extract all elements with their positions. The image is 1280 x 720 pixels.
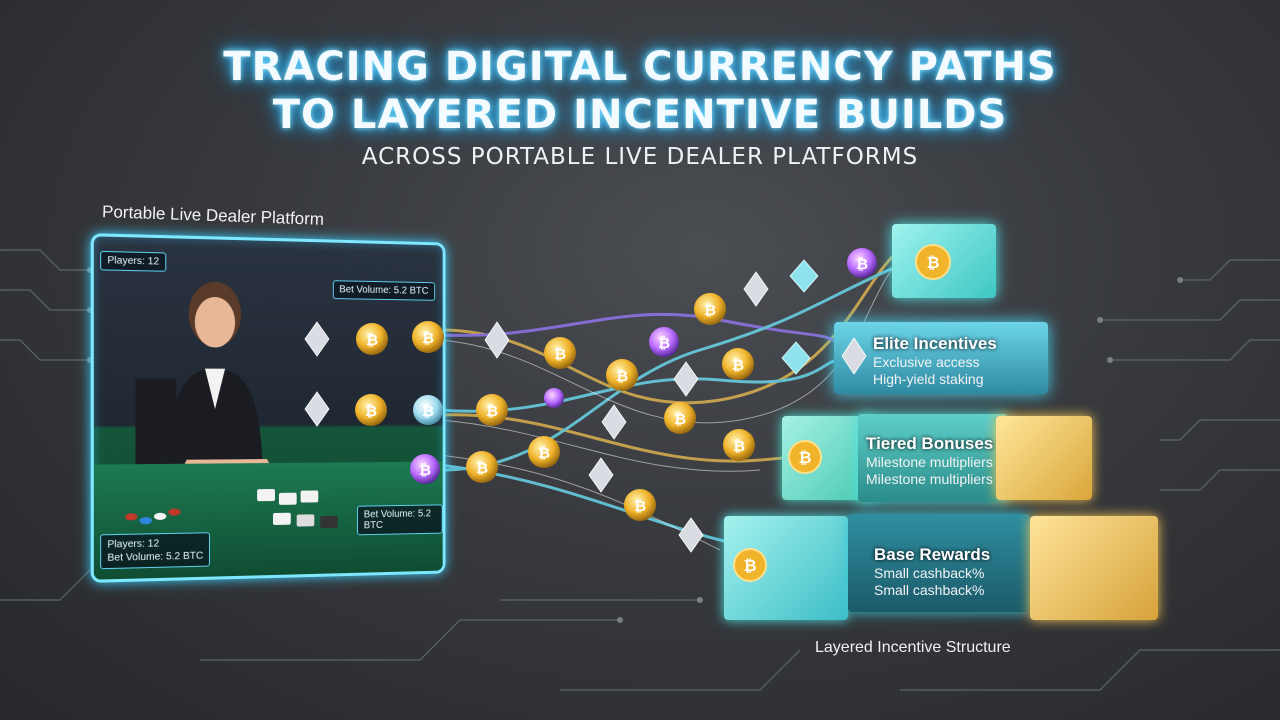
svg-text:₿: ₿ — [486, 402, 498, 420]
ethereum-diamond-icon — [841, 337, 867, 375]
base-rewards-line2: Small cashback% — [874, 582, 985, 598]
page-subtitle: ACROSS PORTABLE LIVE DEALER PLATFORMS — [361, 144, 919, 170]
tiered-bonuses-line1: Milestone multipliers — [866, 454, 993, 470]
svg-text:₿: ₿ — [798, 448, 811, 467]
elite-incentives-title: Elite Incentives — [873, 334, 997, 353]
base-rewards-line1: Small cashback% — [874, 565, 985, 581]
tiered-bonuses-label: Tiered Bonuses Milestone multipliers Mil… — [866, 434, 993, 488]
layered-structure-label: Layered Incentive Structure — [815, 639, 1011, 656]
elite-incentives-line1: Exclusive access — [873, 354, 980, 370]
svg-text:₿: ₿ — [366, 331, 378, 349]
svg-text:₿: ₿ — [926, 253, 939, 272]
svg-text:₿: ₿ — [365, 402, 377, 420]
base-rewards-label: Base Rewards Small cashback% Small cashb… — [874, 545, 990, 599]
svg-text:₿: ₿ — [856, 255, 868, 273]
svg-text:₿: ₿ — [419, 461, 431, 479]
svg-text:₿: ₿ — [476, 459, 488, 477]
svg-text:₿: ₿ — [422, 402, 434, 420]
svg-text:₿: ₿ — [538, 444, 550, 462]
elite-incentives-line2: High-yield staking — [873, 371, 984, 387]
elite-incentives-label: Elite Incentives Exclusive access High-y… — [873, 334, 997, 388]
page-title-line1: TRACING DIGITAL CURRENCY PATHS — [223, 44, 1057, 90]
dealer-figure — [135, 281, 277, 491]
tiered-right-cube — [996, 416, 1092, 500]
live-dealer-screen: Players: 12 Bet Volume: 5.2 BTC Bet Volu… — [90, 233, 446, 583]
altcoin-icon — [410, 248, 877, 484]
svg-text:₿: ₿ — [674, 410, 686, 428]
base-rewards-title: Base Rewards — [874, 545, 991, 564]
base-right-cube — [1030, 516, 1158, 620]
tiered-bonuses-line2: Milestone multipliers — [866, 471, 993, 487]
page-title-line2: TO LAYERED INCENTIVE BUILDS — [272, 92, 1008, 138]
svg-text:₿: ₿ — [704, 301, 716, 319]
elite-incentives-block — [834, 322, 1048, 394]
bitcoin-coin-icon — [733, 244, 951, 582]
svg-text:₿: ₿ — [733, 437, 745, 455]
tiered-bonuses-title: Tiered Bonuses — [866, 434, 994, 453]
svg-text:₿: ₿ — [743, 556, 756, 575]
svg-text:₿: ₿ — [658, 334, 670, 352]
svg-text:₿: ₿ — [616, 367, 628, 385]
svg-text:₿: ₿ — [422, 329, 434, 347]
svg-text:₿: ₿ — [634, 497, 646, 515]
svg-text:₿: ₿ — [554, 345, 566, 363]
svg-text:₿: ₿ — [732, 356, 744, 374]
base-rewards-block — [848, 514, 1030, 612]
tiered-bonuses-block — [858, 414, 1008, 502]
ethereum-diamond-icon — [781, 259, 819, 375]
